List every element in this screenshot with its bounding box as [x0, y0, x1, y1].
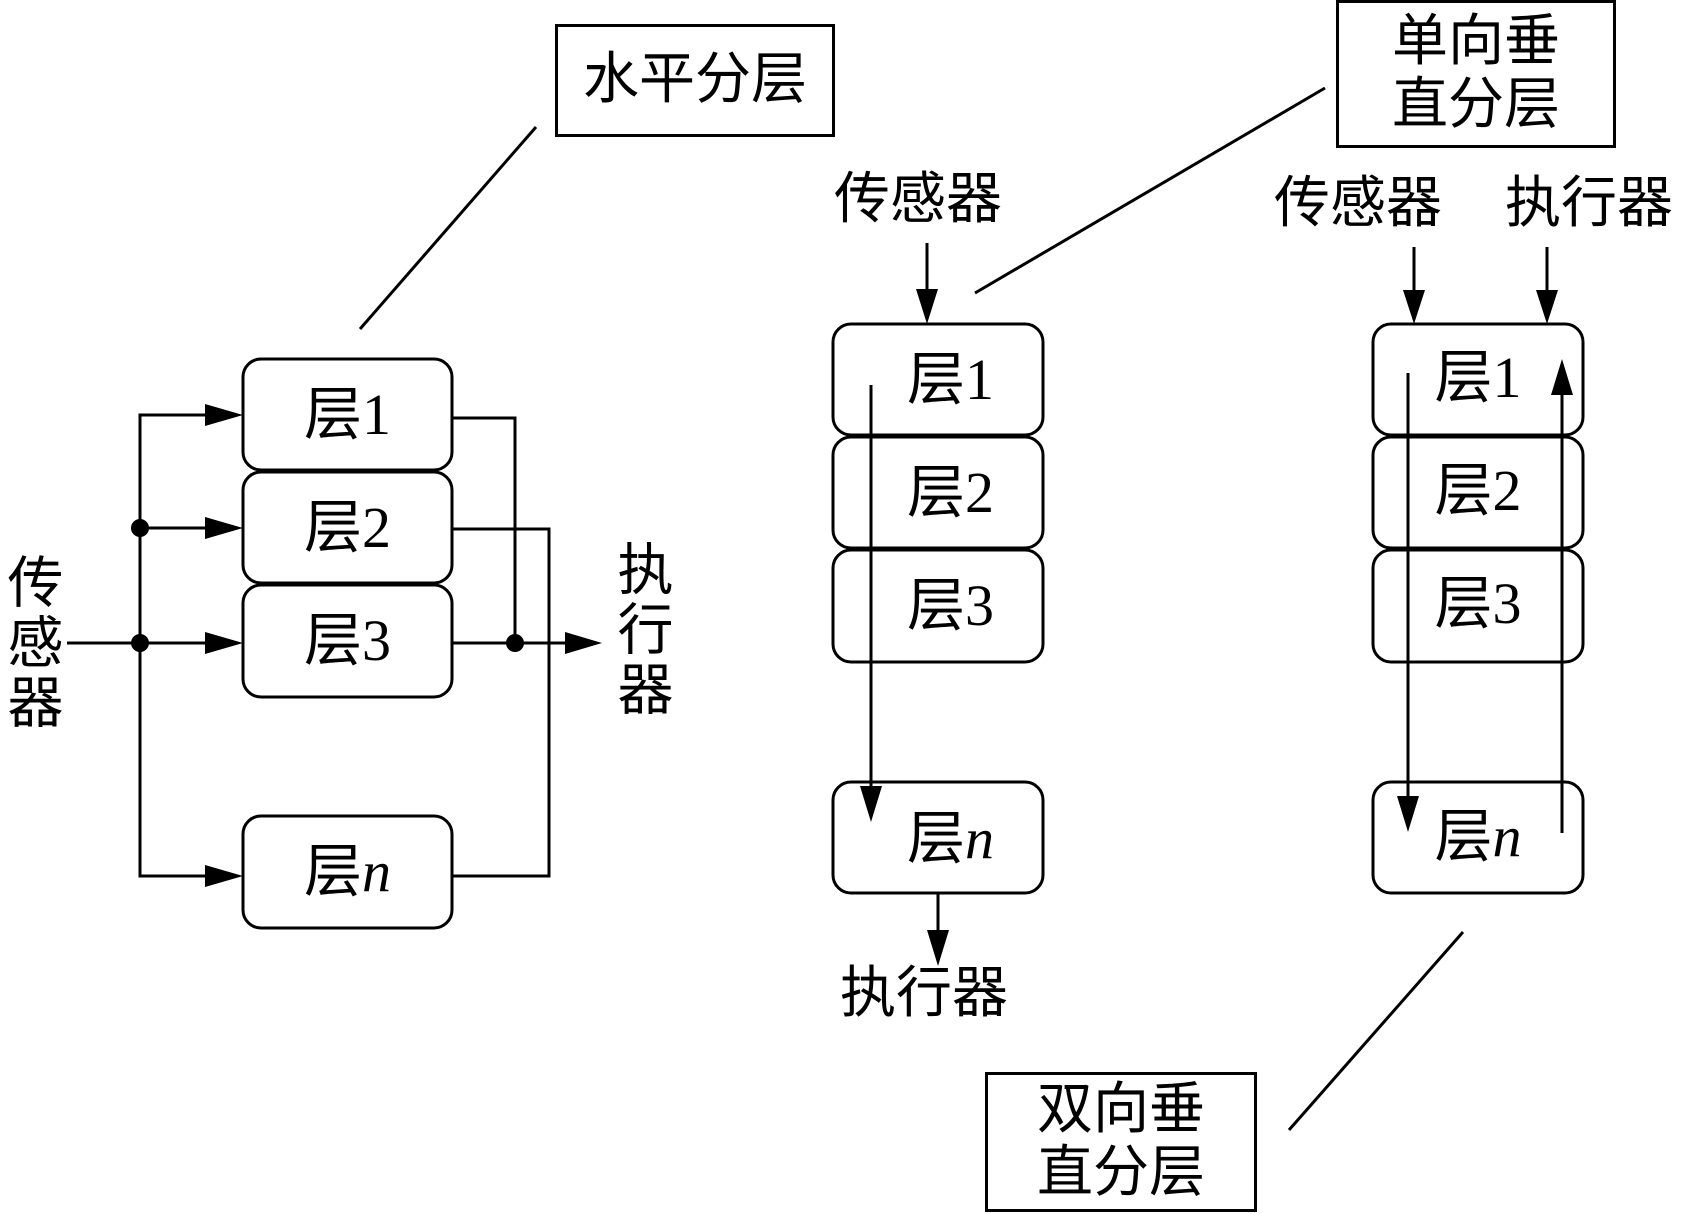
junction-dot-3: [506, 634, 524, 652]
layer-box-h-n: [241, 814, 454, 930]
arrowhead-h-3: [205, 632, 243, 654]
junction-dot-2: [131, 634, 149, 652]
output-line-2: [452, 527, 551, 878]
arrowhead-2w-up: [1551, 359, 1573, 395]
input-bus: [138, 413, 205, 878]
actuator-label-two-way: 执行器: [1505, 173, 1673, 235]
sensor-label-one-way: 传感器: [834, 169, 1002, 231]
layer-box-2w-3: [1371, 548, 1585, 664]
layer-box-h-1: [241, 357, 454, 472]
arrowhead-h-1: [205, 404, 243, 426]
one-way-vertical-diagram: [831, 86, 1326, 935]
title-box-one-way-vertical: 单向垂直分层: [1336, 0, 1616, 148]
sensor-label-horizontal: 传感器: [0, 553, 61, 733]
layer-label-h-n: 层n: [303, 839, 391, 904]
layer-box-2w-1: [1371, 322, 1585, 437]
arrowhead-h-n: [205, 865, 243, 887]
layer-label-h-1: 层1: [303, 382, 391, 447]
layer-box-h-3: [241, 583, 454, 699]
title-box-two-way-vertical: 双向垂直分层: [985, 1072, 1257, 1212]
layer-label-1w-3: 层3: [906, 573, 994, 638]
layer-label-2w-3: 层3: [1434, 571, 1522, 636]
layer-label-1w-n: 层n: [906, 806, 994, 871]
arrowhead-1w-out: [927, 930, 949, 966]
sensor-label-two-way: 传感器: [1274, 173, 1442, 235]
junction-dot-1: [131, 519, 149, 537]
two-way-vertical-diagram: [1287, 247, 1585, 1131]
layer-label-1w-2: 层2: [906, 460, 994, 525]
layer-box-1w-1: [831, 322, 1045, 437]
layer-label-2w-1: 层1: [1434, 345, 1522, 410]
layer-box-1w-3: [831, 548, 1045, 664]
arrowhead-1w-in: [916, 289, 938, 324]
layer-box-1w-2: [831, 435, 1045, 550]
title-one-way-vertical: 单向垂直分层: [1392, 11, 1560, 136]
layer-label-h-2: 层2: [303, 495, 391, 560]
callout-line-one-way: [974, 86, 1326, 295]
title-two-way-vertical: 双向垂直分层: [1037, 1079, 1205, 1204]
layer-label-2w-2: 层2: [1434, 458, 1522, 523]
arrowhead-2w-actuator: [1536, 290, 1558, 324]
arrowhead-h-out: [565, 632, 602, 654]
arrowhead-1w-flow: [860, 786, 882, 822]
arrowhead-2w-sensor: [1403, 290, 1425, 324]
actuator-label-one-way: 执行器: [840, 963, 1008, 1025]
layer-label-2w-n: 层n: [1434, 804, 1522, 869]
arrowhead-2w-down: [1397, 796, 1419, 832]
actuator-label-horizontal: 执行器: [609, 540, 671, 720]
title-box-horizontal: 水平分层: [555, 24, 835, 137]
layer-box-2w-2: [1371, 435, 1585, 550]
layer-label-1w-1: 层1: [906, 347, 994, 412]
arrowhead-h-2: [205, 517, 243, 539]
title-horizontal: 水平分层: [583, 49, 807, 112]
output-line-1: [452, 416, 517, 643]
layer-label-h-3: 层3: [303, 608, 391, 673]
callout-line-horizontal: [358, 126, 538, 330]
layer-box-2w-n: [1371, 780, 1585, 895]
callout-line-two-way: [1287, 931, 1465, 1131]
